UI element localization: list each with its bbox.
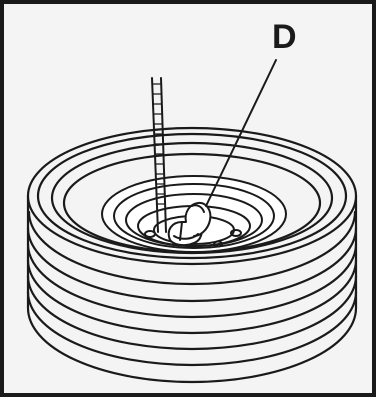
- callout-label-d: D: [272, 20, 297, 54]
